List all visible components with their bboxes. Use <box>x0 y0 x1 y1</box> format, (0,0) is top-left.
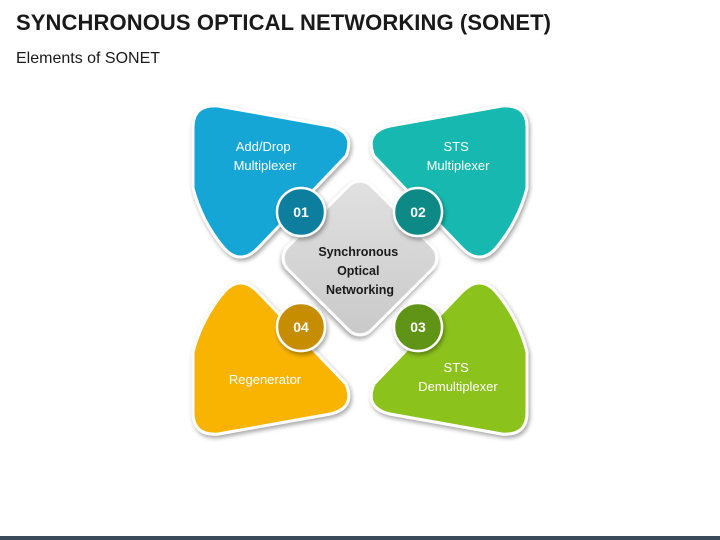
svg-text:STS Demultiplexer: STS Demultiplexer <box>418 360 498 394</box>
badge-04-number: 04 <box>293 319 309 335</box>
petal-03-line-2: Demultiplexer <box>418 379 498 394</box>
petal-03-line-1: STS <box>444 360 470 375</box>
badge-04-circle <box>275 301 327 353</box>
petal-01-line-2: Multiplexer <box>234 158 298 173</box>
petal-01-shape <box>191 104 351 259</box>
page-title: SYNCHRONOUS OPTICAL NETWORKING (SONET) <box>16 10 552 35</box>
badge-01-number: 01 <box>293 204 309 220</box>
svg-text:Synchronous Optical: Synchronous Optical Networking <box>318 245 401 297</box>
page-subtitle: Elements of SONET <box>16 50 161 67</box>
badge-02-number: 02 <box>410 204 426 220</box>
petal-04-shape <box>191 281 351 436</box>
badge-04: 04 <box>275 301 327 353</box>
badge-03-circle <box>392 301 444 353</box>
petal-02-line-1: STS <box>444 139 470 154</box>
svg-text:Regenerator: Regenerator <box>229 372 302 387</box>
petal-regenerator: Regenerator <box>191 281 351 436</box>
badge-03-number: 03 <box>410 319 426 335</box>
badge-02-circle <box>392 186 444 238</box>
badge-03: 03 <box>392 301 444 353</box>
petal-add-drop-multiplexer: Add/Drop Multiplexer <box>191 104 351 259</box>
petal-03-shape <box>369 281 529 436</box>
badge-01-circle <box>275 186 327 238</box>
center-line-3: Networking <box>326 283 394 297</box>
bottom-accent-bar <box>0 536 720 540</box>
badge-02: 02 <box>392 186 444 238</box>
petal-04-line-1: Regenerator <box>229 372 302 387</box>
center-line-2: Optical <box>337 264 379 278</box>
petal-02-line-2: Multiplexer <box>427 158 491 173</box>
petal-sts-multiplexer: STS Multiplexer <box>369 104 529 259</box>
center-line-1: Synchronous <box>318 245 398 259</box>
petal-02-shape <box>369 104 529 259</box>
petal-sts-demultiplexer: STS Demultiplexer <box>369 281 529 436</box>
badge-01: 01 <box>275 186 327 238</box>
svg-text:Add/Drop Multiplexer: Add/Drop Multiplexer <box>234 139 298 173</box>
svg-text:STS Multiplexer: STS Multiplexer <box>427 139 491 173</box>
petal-01-line-1: Add/Drop <box>236 139 291 154</box>
